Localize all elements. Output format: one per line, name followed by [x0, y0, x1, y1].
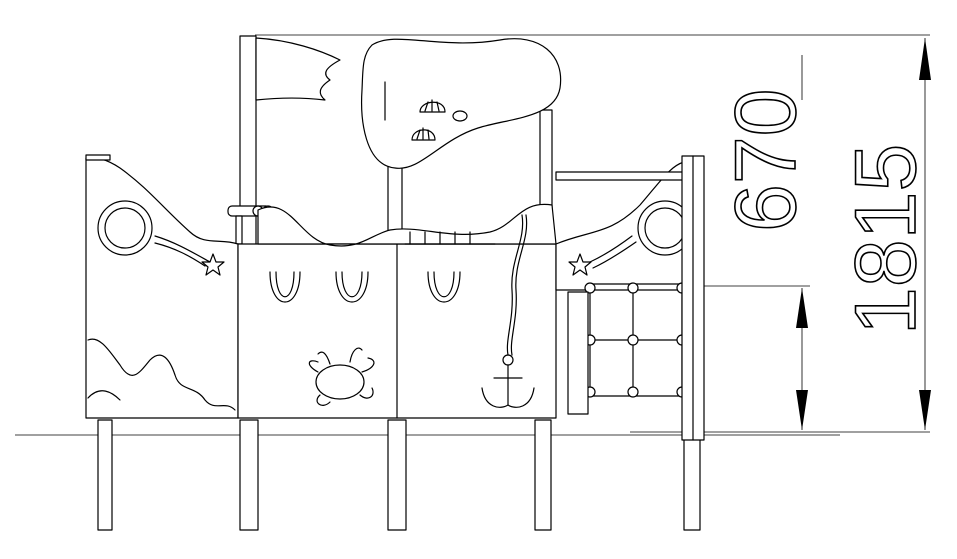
dimension-label-total: 1815	[838, 144, 934, 335]
flag-icon	[239, 35, 341, 247]
crab-icon	[308, 347, 375, 406]
chain-icon	[506, 214, 528, 356]
support-legs	[97, 419, 701, 531]
handle-icon	[269, 271, 461, 303]
dimension-label-platform: 670	[718, 89, 814, 233]
dimension-total-height: 1815	[837, 38, 935, 430]
cabin-front-panel	[237, 203, 557, 419]
right-corner-post	[567, 155, 705, 441]
railing	[404, 231, 496, 245]
shell-icon	[411, 99, 468, 141]
starfish-icon	[568, 253, 592, 276]
net-ladder-icon	[584, 282, 688, 398]
sign-board-icon	[361, 38, 562, 249]
hull-left-panel	[85, 154, 239, 419]
porthole-icon	[97, 200, 153, 256]
anchor-icon	[481, 354, 535, 408]
dimension-platform-height: 670	[717, 55, 815, 430]
hull-right-panel	[555, 161, 693, 291]
starfish-icon	[201, 253, 225, 276]
